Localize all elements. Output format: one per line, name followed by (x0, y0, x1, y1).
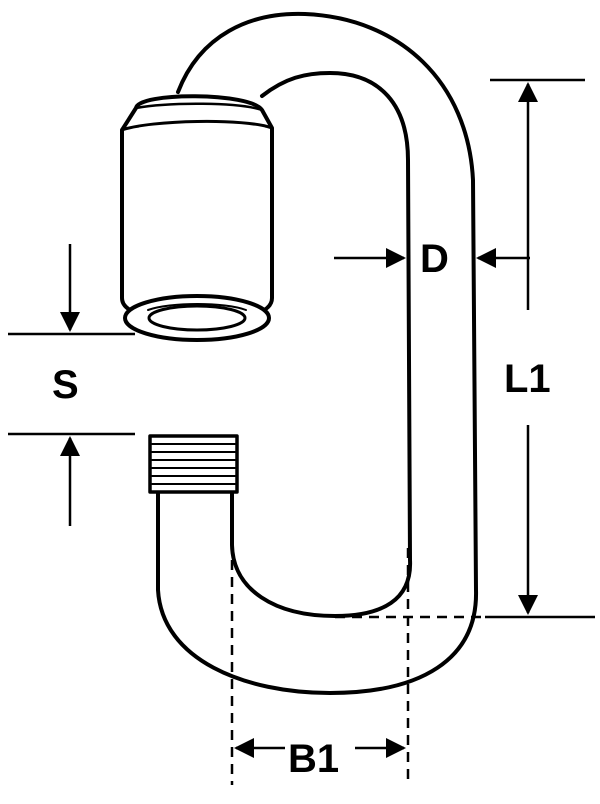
label-b1: B1 (288, 737, 339, 781)
label-d: D (420, 237, 449, 281)
threaded-end (148, 434, 239, 494)
label-l1: L1 (504, 357, 551, 401)
link-outer-outline (156, 11, 479, 695)
label-s: S (52, 363, 79, 407)
threaded-sleeve (120, 94, 274, 342)
link-inner-outline (230, 71, 413, 618)
